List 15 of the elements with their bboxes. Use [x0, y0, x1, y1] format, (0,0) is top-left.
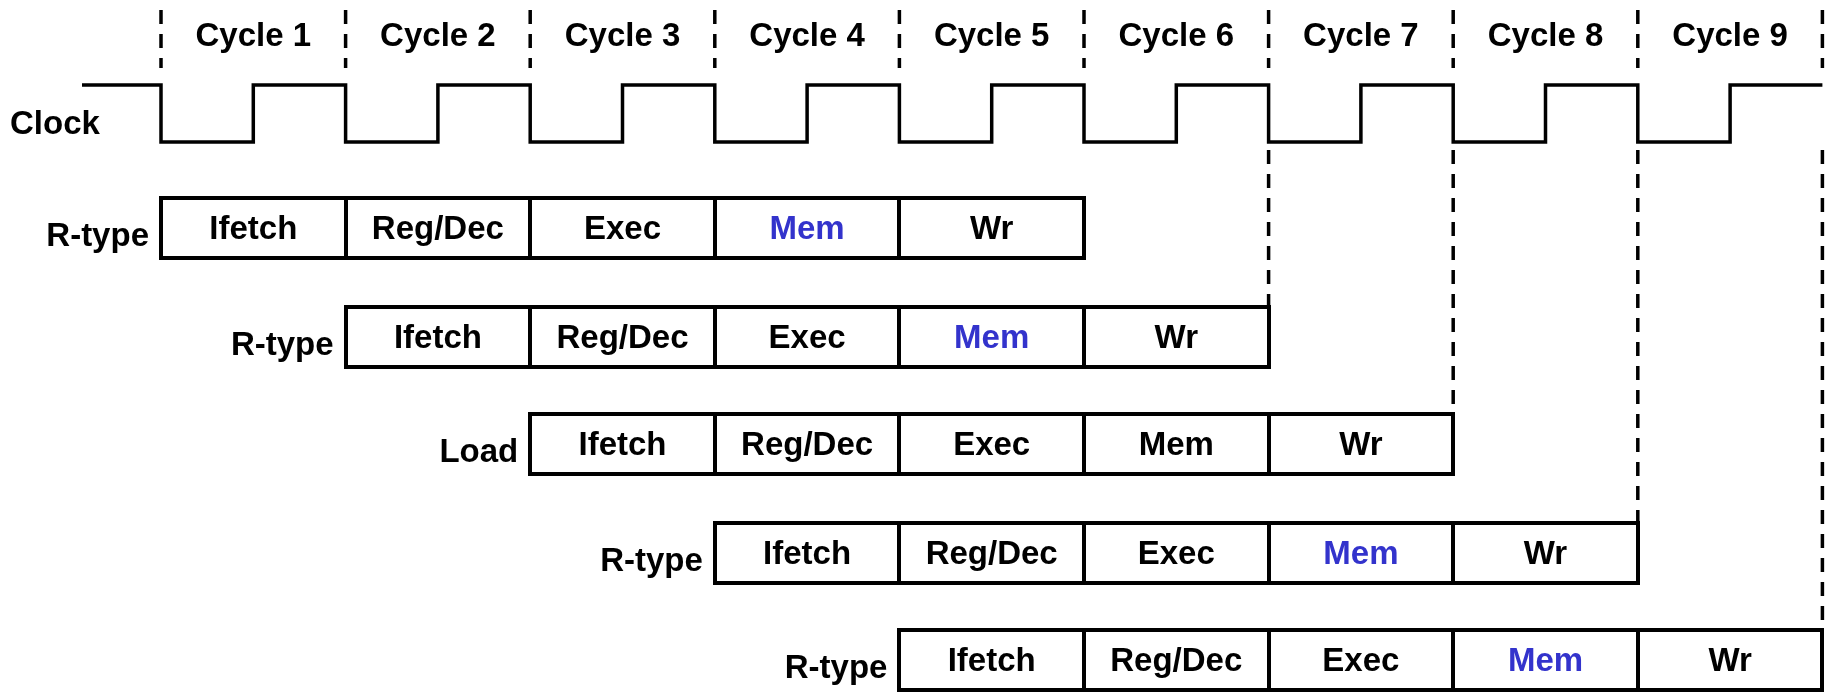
cycle-label: Cycle 7 [1303, 18, 1419, 51]
cycle-label: Cycle 2 [380, 18, 496, 51]
instruction-label: R-type [600, 543, 703, 576]
cycle-label: Cycle 8 [1487, 18, 1604, 51]
cycle-label: Cycle 5 [933, 18, 1050, 51]
signal-label: Clock [10, 106, 100, 139]
cycle-label: Cycle 1 [195, 18, 312, 51]
instruction-label: R-type [784, 650, 888, 683]
cycle-label: Cycle 6 [1118, 18, 1235, 51]
cycle-label: Cycle 9 [1672, 18, 1788, 51]
cycle-label: Cycle 4 [749, 18, 865, 51]
instruction-label: R-type [230, 327, 334, 360]
instruction-label: Load [439, 434, 519, 467]
instruction-label: R-type [46, 218, 149, 251]
cycle-label: Cycle 3 [564, 18, 681, 51]
